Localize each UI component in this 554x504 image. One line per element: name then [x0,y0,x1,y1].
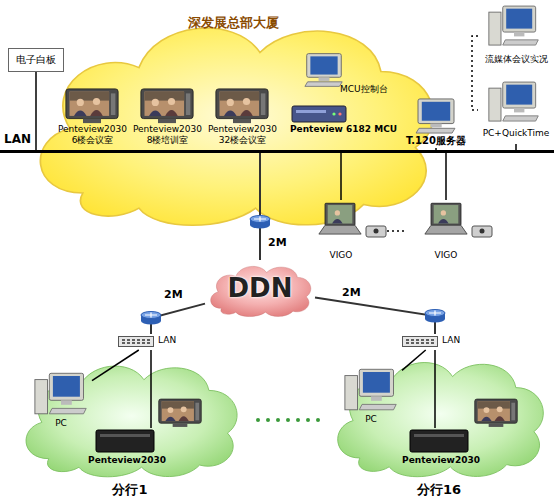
connector [315,298,435,335]
console-node: MCU控制台 [300,52,390,100]
node-label: Penteview2030 8楼培训室 [130,124,205,146]
cloud-shape [338,363,544,477]
node-label: MCU控制台 [340,84,396,95]
terminal-node: Penteview2030 [86,428,168,468]
laptop-node: VIGO [300,200,382,262]
terminal-node: Penteview2030 32楼会议室 [205,88,280,146]
ellipsis-dots [256,418,320,422]
node-label: LAN [442,335,468,346]
dot [296,418,300,422]
cloud-outline [18,3,450,231]
ddn-cloud: DDN [205,260,315,318]
node-label: PC [30,418,92,429]
dot [286,418,290,422]
node-label: 深发展总部大厦 [138,15,328,31]
vigo-lens [480,229,485,234]
pc-node: PC+QuickTime [478,78,554,144]
dot [256,418,260,422]
whiteboard-box: 电子白板 [8,48,64,72]
connector [35,72,37,150]
node-label: LAN [4,132,44,146]
node-label: Penteview 6182 MCU [290,124,398,135]
cloud-shape [40,28,433,225]
server-node: T.120服务器 [400,96,472,148]
cloud-shape [26,366,237,477]
dot [266,418,270,422]
vigo-box [366,226,386,237]
switch-node: LAN [118,334,184,350]
branch-cloud: 分行16PCPenteview2030 [326,348,552,480]
router-icon [141,312,161,325]
connector [434,350,436,428]
connector [340,153,342,200]
connector [435,148,437,150]
vigo-box [472,226,492,237]
vigo-lens [374,229,379,234]
dot [276,418,280,422]
terminal-node: Penteview2030 6楼会议室 [55,88,130,146]
connector [472,36,478,110]
node-label: Penteview2030 [400,455,482,466]
terminal-node: Penteview2030 [400,428,482,468]
node-label: Penteview2030 6楼会议室 [55,124,130,146]
router-icon [425,310,445,323]
pc-icon [489,6,538,45]
node-label: LAN [158,335,184,346]
connector [259,153,261,260]
node-label: 分行16 [403,482,475,498]
node-label: T.120服务器 [400,135,472,147]
hq-cloud: 深发展总部大厦Penteview2030 6楼会议室Penteview2030 … [18,3,450,231]
switch-icon [403,337,438,347]
edge-label: 2M [164,288,183,301]
laptop-node: VIGO [405,200,487,262]
laptop-icon [425,203,467,234]
node-label: 电子白板 [9,54,63,66]
node-label: VIGO [300,250,382,261]
node-label: Penteview2030 [86,455,168,466]
node-label: 流媒体会议实况 [478,54,554,65]
connector [150,350,152,428]
dot [316,418,320,422]
node-label: 分行1 [94,482,166,498]
connector [515,144,517,150]
switch-icon [119,337,154,347]
node-label: Penteview2030 32楼会议室 [205,124,280,146]
connector [382,230,405,232]
node-label: PC [340,414,402,425]
edge-label: 2M [342,286,361,299]
node-label: DDN [205,273,315,304]
branch-cloud: 分行1PCPenteview2030 [14,352,246,480]
node-label: VIGO [405,250,487,261]
connector [445,153,447,200]
edge-label: 2M [268,236,287,249]
switch-node: LAN [402,334,468,350]
dot [306,418,310,422]
lan-bus: LAN [0,150,554,153]
terminal-node: Penteview2030 8楼培训室 [130,88,205,146]
node-label: PC+QuickTime [478,128,554,139]
mcu-node: Penteview 6182 MCU [288,104,398,136]
connector [151,304,205,334]
pc-icon [489,82,538,121]
pc-node: PC [30,370,92,432]
pc-node: PC [340,366,402,428]
pc-node: 流媒体会议实况 [478,2,554,70]
